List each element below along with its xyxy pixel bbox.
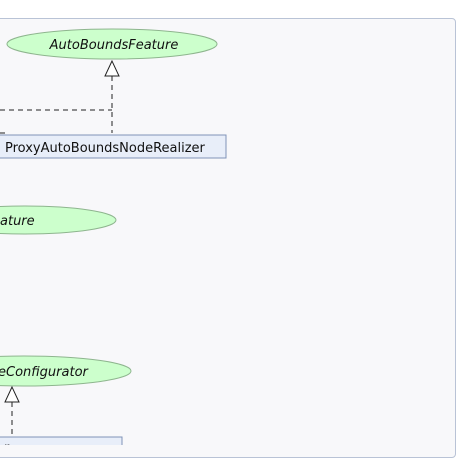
class-label: ProxyAutoBoundsNodeRealizer xyxy=(5,141,206,156)
realization-arrowhead xyxy=(104,59,120,77)
interface-label: eConfigurator xyxy=(0,365,90,380)
realization-arrowhead-lower xyxy=(4,385,20,403)
interface-configurator-partial[interactable]: eConfigurator xyxy=(0,355,132,387)
interface-label: ature xyxy=(0,214,35,229)
interface-feature-partial[interactable]: ature xyxy=(0,205,117,235)
uml-diagram: AutoBoundsFeature ProxyAutoBoundsNodeRea… xyxy=(0,28,227,445)
interface-ellipse xyxy=(0,355,132,387)
interface-label: AutoBoundsFeature xyxy=(49,38,179,53)
interface-ellipse xyxy=(0,205,117,235)
interface-ellipse xyxy=(6,28,218,60)
class-bottom-partial[interactable]: r xyxy=(0,436,123,445)
interface-auto-bounds-feature[interactable]: AutoBoundsFeature xyxy=(6,28,218,60)
class-proxy-auto-bounds-node-realizer[interactable]: ProxyAutoBoundsNodeRealizer xyxy=(0,134,227,159)
class-box xyxy=(0,436,123,445)
class-box xyxy=(0,134,227,159)
diagram-panel xyxy=(0,18,456,458)
class-label: r xyxy=(4,441,10,445)
